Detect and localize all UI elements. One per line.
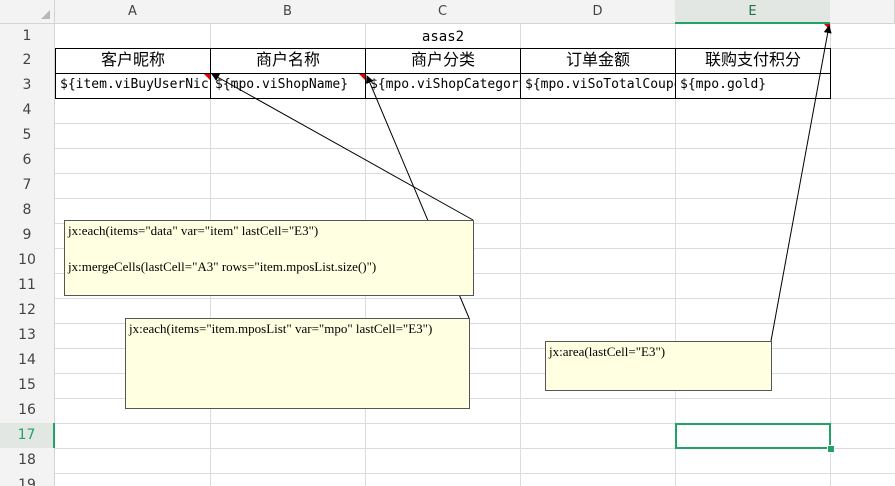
row-header-7[interactable]: 7 <box>0 173 55 199</box>
comment-text: jx:area(lastCell="E3") <box>549 344 666 359</box>
row-header-9[interactable]: 9 <box>0 223 55 249</box>
comment-marker-a3-icon[interactable] <box>204 74 210 80</box>
template-cell-a3[interactable]: ${item.viBuyUserNickName} <box>55 73 211 99</box>
header-cell-a2[interactable]: 客户昵称 <box>55 48 211 74</box>
row-header-15[interactable]: 15 <box>0 373 55 399</box>
row-header-13[interactable]: 13 <box>0 323 55 349</box>
sheet-title-cell[interactable]: asas2 <box>421 29 465 45</box>
comment-text: jx:each(items="item.mposList" var="mpo" … <box>129 321 433 336</box>
column-header-e[interactable]: E <box>675 0 831 24</box>
template-cell-e3[interactable]: ${mpo.gold} <box>675 73 831 99</box>
comment-text: jx:each(items="data" var="item" lastCell… <box>68 223 319 238</box>
header-cell-b2[interactable]: 商户名称 <box>210 48 366 74</box>
comment-marker-b3-icon[interactable] <box>359 74 365 80</box>
row-header-8[interactable]: 8 <box>0 198 55 224</box>
active-cell-selection[interactable] <box>675 423 831 449</box>
row-header-6[interactable]: 6 <box>0 148 55 174</box>
header-cell-d2[interactable]: 订单金额 <box>520 48 676 74</box>
row-header-4[interactable]: 4 <box>0 98 55 124</box>
fill-handle[interactable] <box>827 445 835 453</box>
row-header-17[interactable]: 17 <box>0 423 55 449</box>
comment-text: jx:mergeCells(lastCell="A3" rows="item.m… <box>68 259 377 274</box>
select-all-corner[interactable] <box>0 0 55 24</box>
row-header-11[interactable]: 11 <box>0 273 55 299</box>
column-header-blank[interactable] <box>830 0 895 24</box>
comment-marker-e1-icon[interactable] <box>824 24 830 30</box>
comment-box-area[interactable]: jx:area(lastCell="E3") <box>545 341 772 391</box>
row-header-5[interactable]: 5 <box>0 123 55 149</box>
template-cell-d3[interactable]: ${mpo.viSoTotalCoupon} <box>520 73 676 99</box>
row-header-18[interactable]: 18 <box>0 448 55 474</box>
row-header-14[interactable]: 14 <box>0 348 55 374</box>
template-cell-c3[interactable]: ${mpo.viShopCategory} <box>365 73 521 99</box>
comment-box-each-mposlist[interactable]: jx:each(items="item.mposList" var="mpo" … <box>125 318 470 409</box>
row-header-10[interactable]: 10 <box>0 248 55 274</box>
template-cell-b3[interactable]: ${mpo.viShopName} <box>210 73 366 99</box>
row-header-2[interactable]: 2 <box>0 48 55 74</box>
row-header-16[interactable]: 16 <box>0 398 55 424</box>
row-header-12[interactable]: 12 <box>0 298 55 324</box>
header-cell-c2[interactable]: 商户分类 <box>365 48 521 74</box>
column-header-a[interactable]: A <box>55 0 211 24</box>
column-header-b[interactable]: B <box>210 0 366 24</box>
row-header-19[interactable]: 19 <box>0 473 55 486</box>
select-all-triangle-icon <box>41 10 50 19</box>
comment-box-each-data[interactable]: jx:each(items="data" var="item" lastCell… <box>64 220 474 296</box>
row-header-1[interactable]: 1 <box>0 24 55 49</box>
column-header-d[interactable]: D <box>520 0 676 24</box>
header-cell-e2[interactable]: 联购支付积分 <box>675 48 831 74</box>
row-header-3[interactable]: 3 <box>0 73 55 99</box>
column-header-c[interactable]: C <box>365 0 521 24</box>
